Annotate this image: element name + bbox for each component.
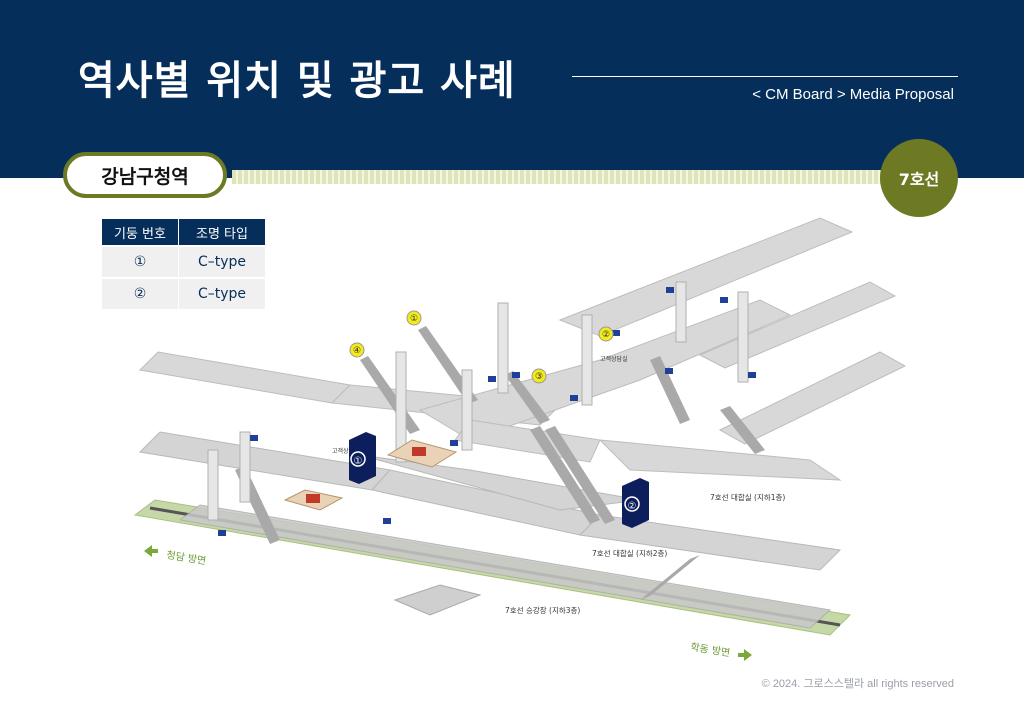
legend-cell-number: ② [102,277,179,309]
page-title: 역사별 위치 및 광고 사례 [78,58,516,104]
legend-cell-type: C–type [178,277,265,309]
legend-header-type: 조명 타입 [178,219,265,246]
entrance-2-number: ② [602,330,610,340]
table-row: ① C–type [102,245,265,278]
entrance-1-marker [406,310,422,326]
legend-header-number: 기둥 번호 [102,219,179,246]
legend-cell-type: C–type [178,245,265,278]
copyright: © 2024. 그로스스텔라 all rights reserved [761,678,954,690]
header-band [0,0,1024,178]
office-label: 고객상담실 [600,355,628,363]
ad-board-2: ② [622,478,649,528]
entrance-1-number: ① [410,314,418,324]
direction-left: 청담 방면 [144,545,207,567]
direction-right-label: 학동 방면 [690,641,731,659]
entrance-4-number: ④ [353,346,361,356]
arrow-right-icon [738,649,752,661]
line-label: 7호선 [898,170,940,189]
breadcrumb: < CM Board > Media Proposal [752,86,954,103]
platform-label: 7호선 승강장 (지하3층) [505,605,580,615]
arrow-left-icon [144,545,158,557]
ad-board-1: ① [349,432,376,484]
entrance-4-marker [349,342,365,358]
entrance-3-number: ③ [535,372,543,382]
line-badge: 7호선 [880,139,958,217]
platform-b3 [178,504,832,629]
concourse-b1-label: 7호선 대합실 (지하1층) [710,492,785,502]
pillars [207,281,749,521]
station-name-pill: 강남구청역 [63,152,227,198]
table-row: ② C–type [102,277,265,309]
direction-right: 학동 방면 [690,641,752,661]
restroom-icon [306,494,320,503]
entrance-markers: ① ② ③ ④ [349,310,614,384]
concourse-b2-label: 7호선 대합실 (지하2층) [592,548,667,558]
title-divider [572,76,958,77]
entrance-3-marker [531,368,547,384]
ad-board-1-number: ① [354,456,363,467]
ad-board-2-number: ② [628,501,637,512]
entrance-2-marker [598,326,614,342]
restroom-icon [412,447,426,456]
station-stripe [232,170,888,184]
legend-cell-number: ① [102,245,179,278]
station-name: 강남구청역 [101,165,189,188]
direction-left-label: 청담 방면 [166,549,207,567]
concourse-b2 [138,431,842,571]
platform-stub [393,584,482,616]
pillar-legend-table: 기둥 번호 조명 타입 ① C–type ② C–type [102,219,265,309]
sign-icons [218,287,756,536]
office-label: 고객상 [332,447,349,455]
